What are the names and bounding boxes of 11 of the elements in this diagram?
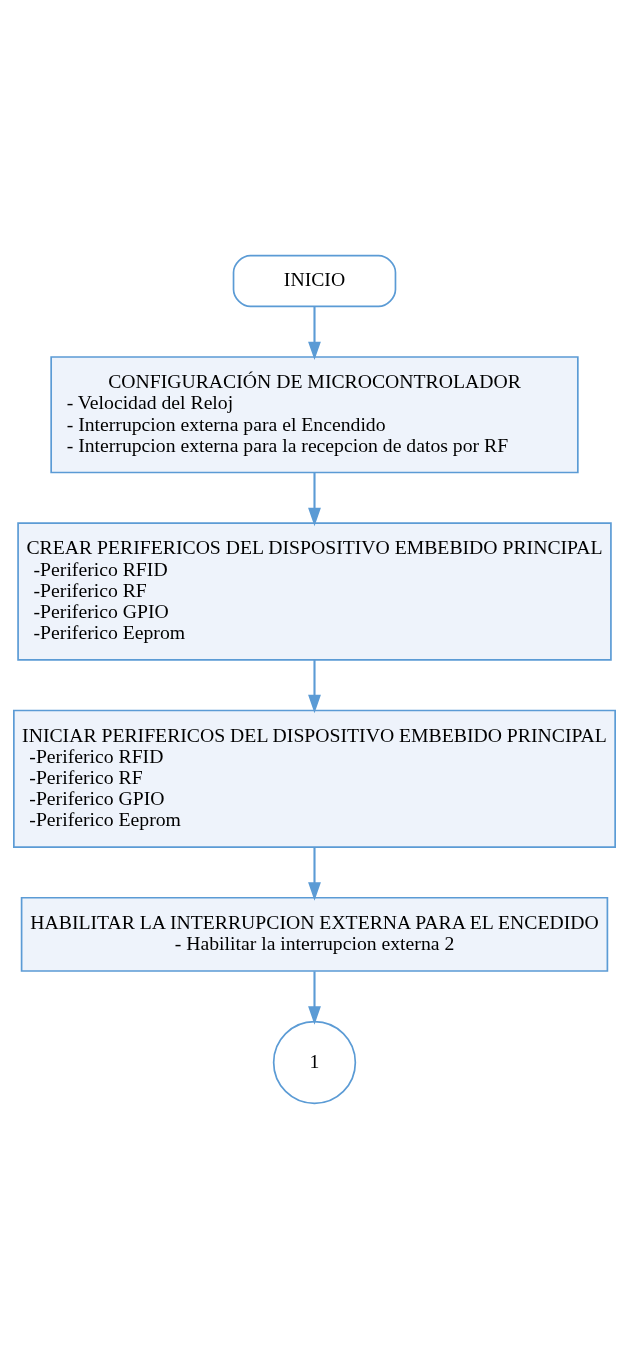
arrow <box>308 660 321 714</box>
arrow <box>308 306 321 361</box>
node-box: HABILITAR LA INTERRUPCION EXTERNA PARA EL ENCEDIDO - Habilitar la interrupcion externa 2 <box>20 896 609 972</box>
node-box: INICIO <box>232 254 397 308</box>
node-box: CREAR PERIFERICOS DEL DISPOSITIVO EMBEBIDO PRINCIPAL -Periferico RFID -Periferico RF -Periferico GPIO -Periferico Eeprom <box>17 522 612 661</box>
arrow <box>308 971 321 1025</box>
node-box: INICIAR PERIFERICOS DEL DISPOSITIVO EMBEBIDO PRINCIPAL -Periferico RFID -Periferico RF -Periferico GPIO -Periferico Eeprom <box>13 709 616 848</box>
node-circle: 1 <box>272 1020 357 1105</box>
arrow <box>308 472 321 527</box>
node-box: CONFIGURACIÓN DE MICROCONTROLADOR - Velocidad del Reloj - Interrupcion externa para el Encendido - Interrupcion externa para la recepcion de datos por RF <box>50 356 579 474</box>
arrow <box>308 847 321 901</box>
